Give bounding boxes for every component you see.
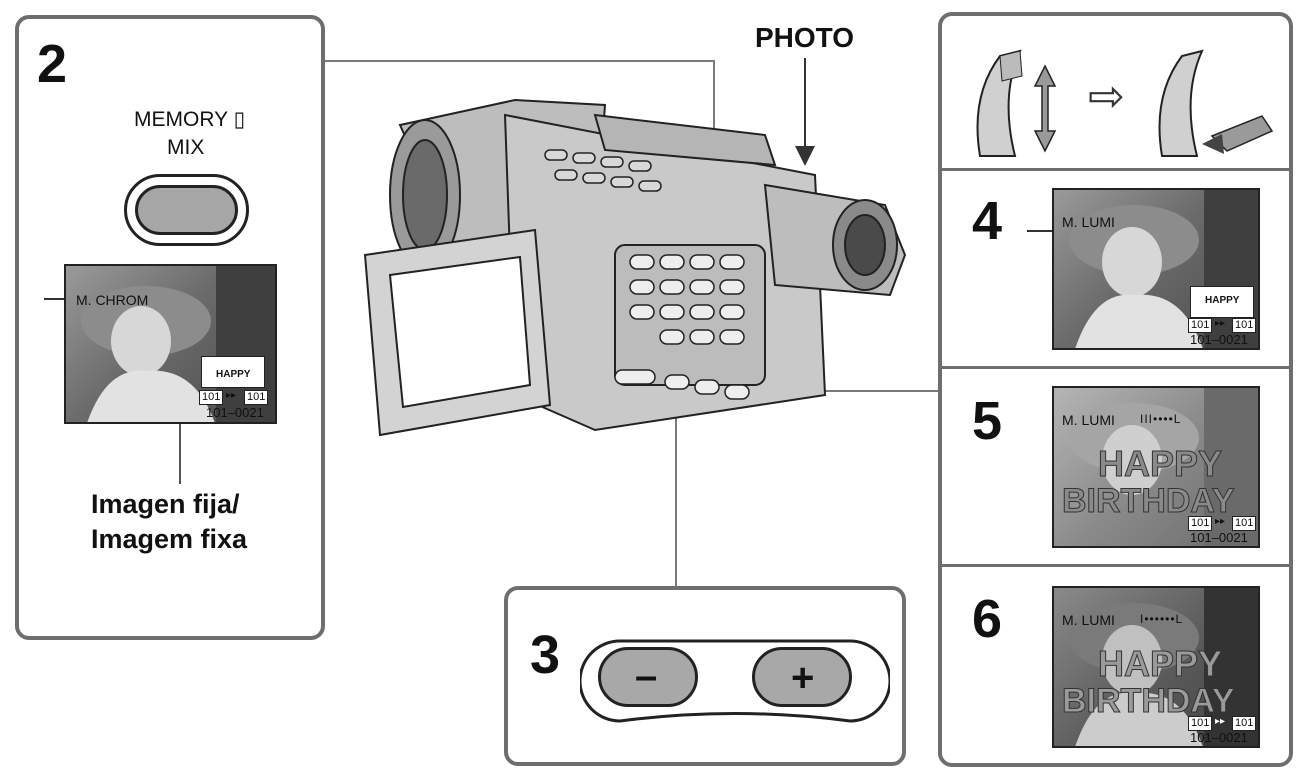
step-number-6: 6: [972, 589, 1003, 649]
minus-button[interactable]: –: [598, 647, 698, 707]
overlay-box: HAPPY: [201, 356, 265, 388]
counter-right: 101: [1232, 716, 1257, 731]
play-arrows: ▸▸: [1215, 318, 1226, 329]
panel-steps-4-6: ⇨ 4 M. LUMI HAPPY 101 ▸▸ 101 101–0021 5: [938, 12, 1293, 767]
girl-photo: [1069, 588, 1258, 746]
file-number: 101–0021: [1190, 530, 1248, 545]
step-number-3: 3: [530, 625, 561, 685]
panel-step-2: 2 MEMORY ▯ MIX M. CHROM HAPPY 101 ▸▸ 101…: [15, 15, 325, 640]
level-indicator: I••••••L: [1140, 612, 1184, 626]
plus-label: +: [791, 656, 815, 700]
memory-mix-label-line1: MEMORY ▯: [134, 108, 246, 131]
big-text-line1: HAPPY: [1097, 643, 1223, 684]
minus-label: –: [635, 654, 658, 698]
photo-label: PHOTO: [755, 22, 855, 53]
step-number-4: 4: [972, 191, 1003, 251]
play-arrows: ▸▸: [1215, 716, 1226, 727]
counter-right: 101: [1232, 516, 1257, 531]
file-number: 101–0021: [206, 405, 264, 420]
caption-pointer: [179, 424, 181, 484]
mode-text: M. LUMI: [1062, 412, 1115, 428]
connector-right-panel: [820, 390, 940, 392]
counter-right: 101: [244, 390, 269, 405]
plus-button[interactable]: +: [752, 647, 852, 707]
dial-press-icon: [1158, 49, 1274, 157]
mode-text: M. LUMI: [1062, 214, 1115, 230]
screen-pointer-left: [44, 298, 74, 300]
divider-1: [942, 168, 1289, 171]
file-number: 101–0021: [1190, 730, 1248, 745]
overlay-box: HAPPY: [1190, 286, 1254, 318]
mode-text: M. CHROM: [76, 292, 149, 308]
connector-step3-vertical: [675, 340, 677, 586]
screen-step-4: M. LUMI HAPPY 101 ▸▸ 101 101–0021: [1052, 188, 1260, 350]
memory-mix-label-line2: MIX: [167, 136, 205, 159]
play-arrows: ▸▸: [1215, 516, 1226, 527]
camcorder-illustration: [363, 98, 907, 437]
screen-memory-mix: M. CHROM HAPPY 101 ▸▸ 101 101–0021: [64, 264, 277, 424]
big-text-line1: HAPPY: [1097, 443, 1223, 484]
divider-3: [942, 564, 1289, 567]
photo-arrow: [795, 58, 815, 166]
screen-step-6: M. LUMI I••••••L HAPPY BIRTHDAY 101 ▸▸ 1…: [1052, 586, 1260, 748]
counter-right: 101: [1232, 318, 1257, 333]
screen-step-5: M. LUMI III••••L HAPPY BIRTHDAY 101 ▸▸ 1…: [1052, 386, 1260, 548]
caption-line1: Imagen fija/: [91, 489, 240, 519]
memory-mix-button[interactable]: [124, 174, 249, 246]
panel-step-3: 3 – +: [504, 586, 906, 766]
overlay-text: HAPPY: [1205, 295, 1240, 306]
big-text-line2: BIRTHDAY: [1062, 682, 1236, 720]
mode-text: M. LUMI: [1062, 612, 1115, 628]
play-arrows: ▸▸: [226, 390, 237, 401]
counter-left: 101: [1188, 516, 1213, 531]
dial-turn-icon: [976, 49, 1057, 157]
screen-pointer-4: [1027, 230, 1057, 232]
caption-line2: Imagem fixa: [91, 524, 248, 554]
step-number-2: 2: [37, 34, 68, 94]
counter-left: 101: [199, 390, 224, 405]
girl-photo: [1069, 190, 1258, 348]
overlay-text: HAPPY: [216, 369, 251, 380]
file-number: 101–0021: [1190, 332, 1248, 347]
dial-arrow-icon: ⇨: [1088, 72, 1125, 121]
step-number-5: 5: [972, 391, 1003, 451]
divider-2: [942, 366, 1289, 369]
girl-photo: [1069, 388, 1258, 546]
big-text-line2: BIRTHDAY: [1062, 482, 1236, 520]
counter-left: 101: [1188, 716, 1213, 731]
counter-left: 101: [1188, 318, 1213, 333]
connector-step2-top: [322, 60, 714, 62]
level-indicator: III••••L: [1140, 412, 1182, 426]
